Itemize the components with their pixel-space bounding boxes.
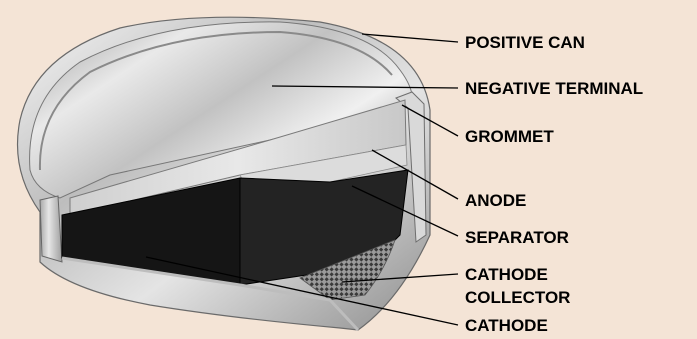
label-cathode-collector-line1: CATHODE: [465, 265, 548, 284]
label-separator: SEPARATOR: [465, 228, 569, 247]
label-negative-terminal: NEGATIVE TERMINAL: [465, 79, 643, 98]
label-grommet: GROMMET: [465, 127, 554, 146]
label-cathode: CATHODE: [465, 316, 548, 335]
label-anode: ANODE: [465, 191, 526, 210]
can-left-wall: [40, 196, 62, 262]
label-cathode-collector-line2: COLLECTOR: [465, 288, 570, 307]
label-positive-can: POSITIVE CAN: [465, 33, 585, 52]
